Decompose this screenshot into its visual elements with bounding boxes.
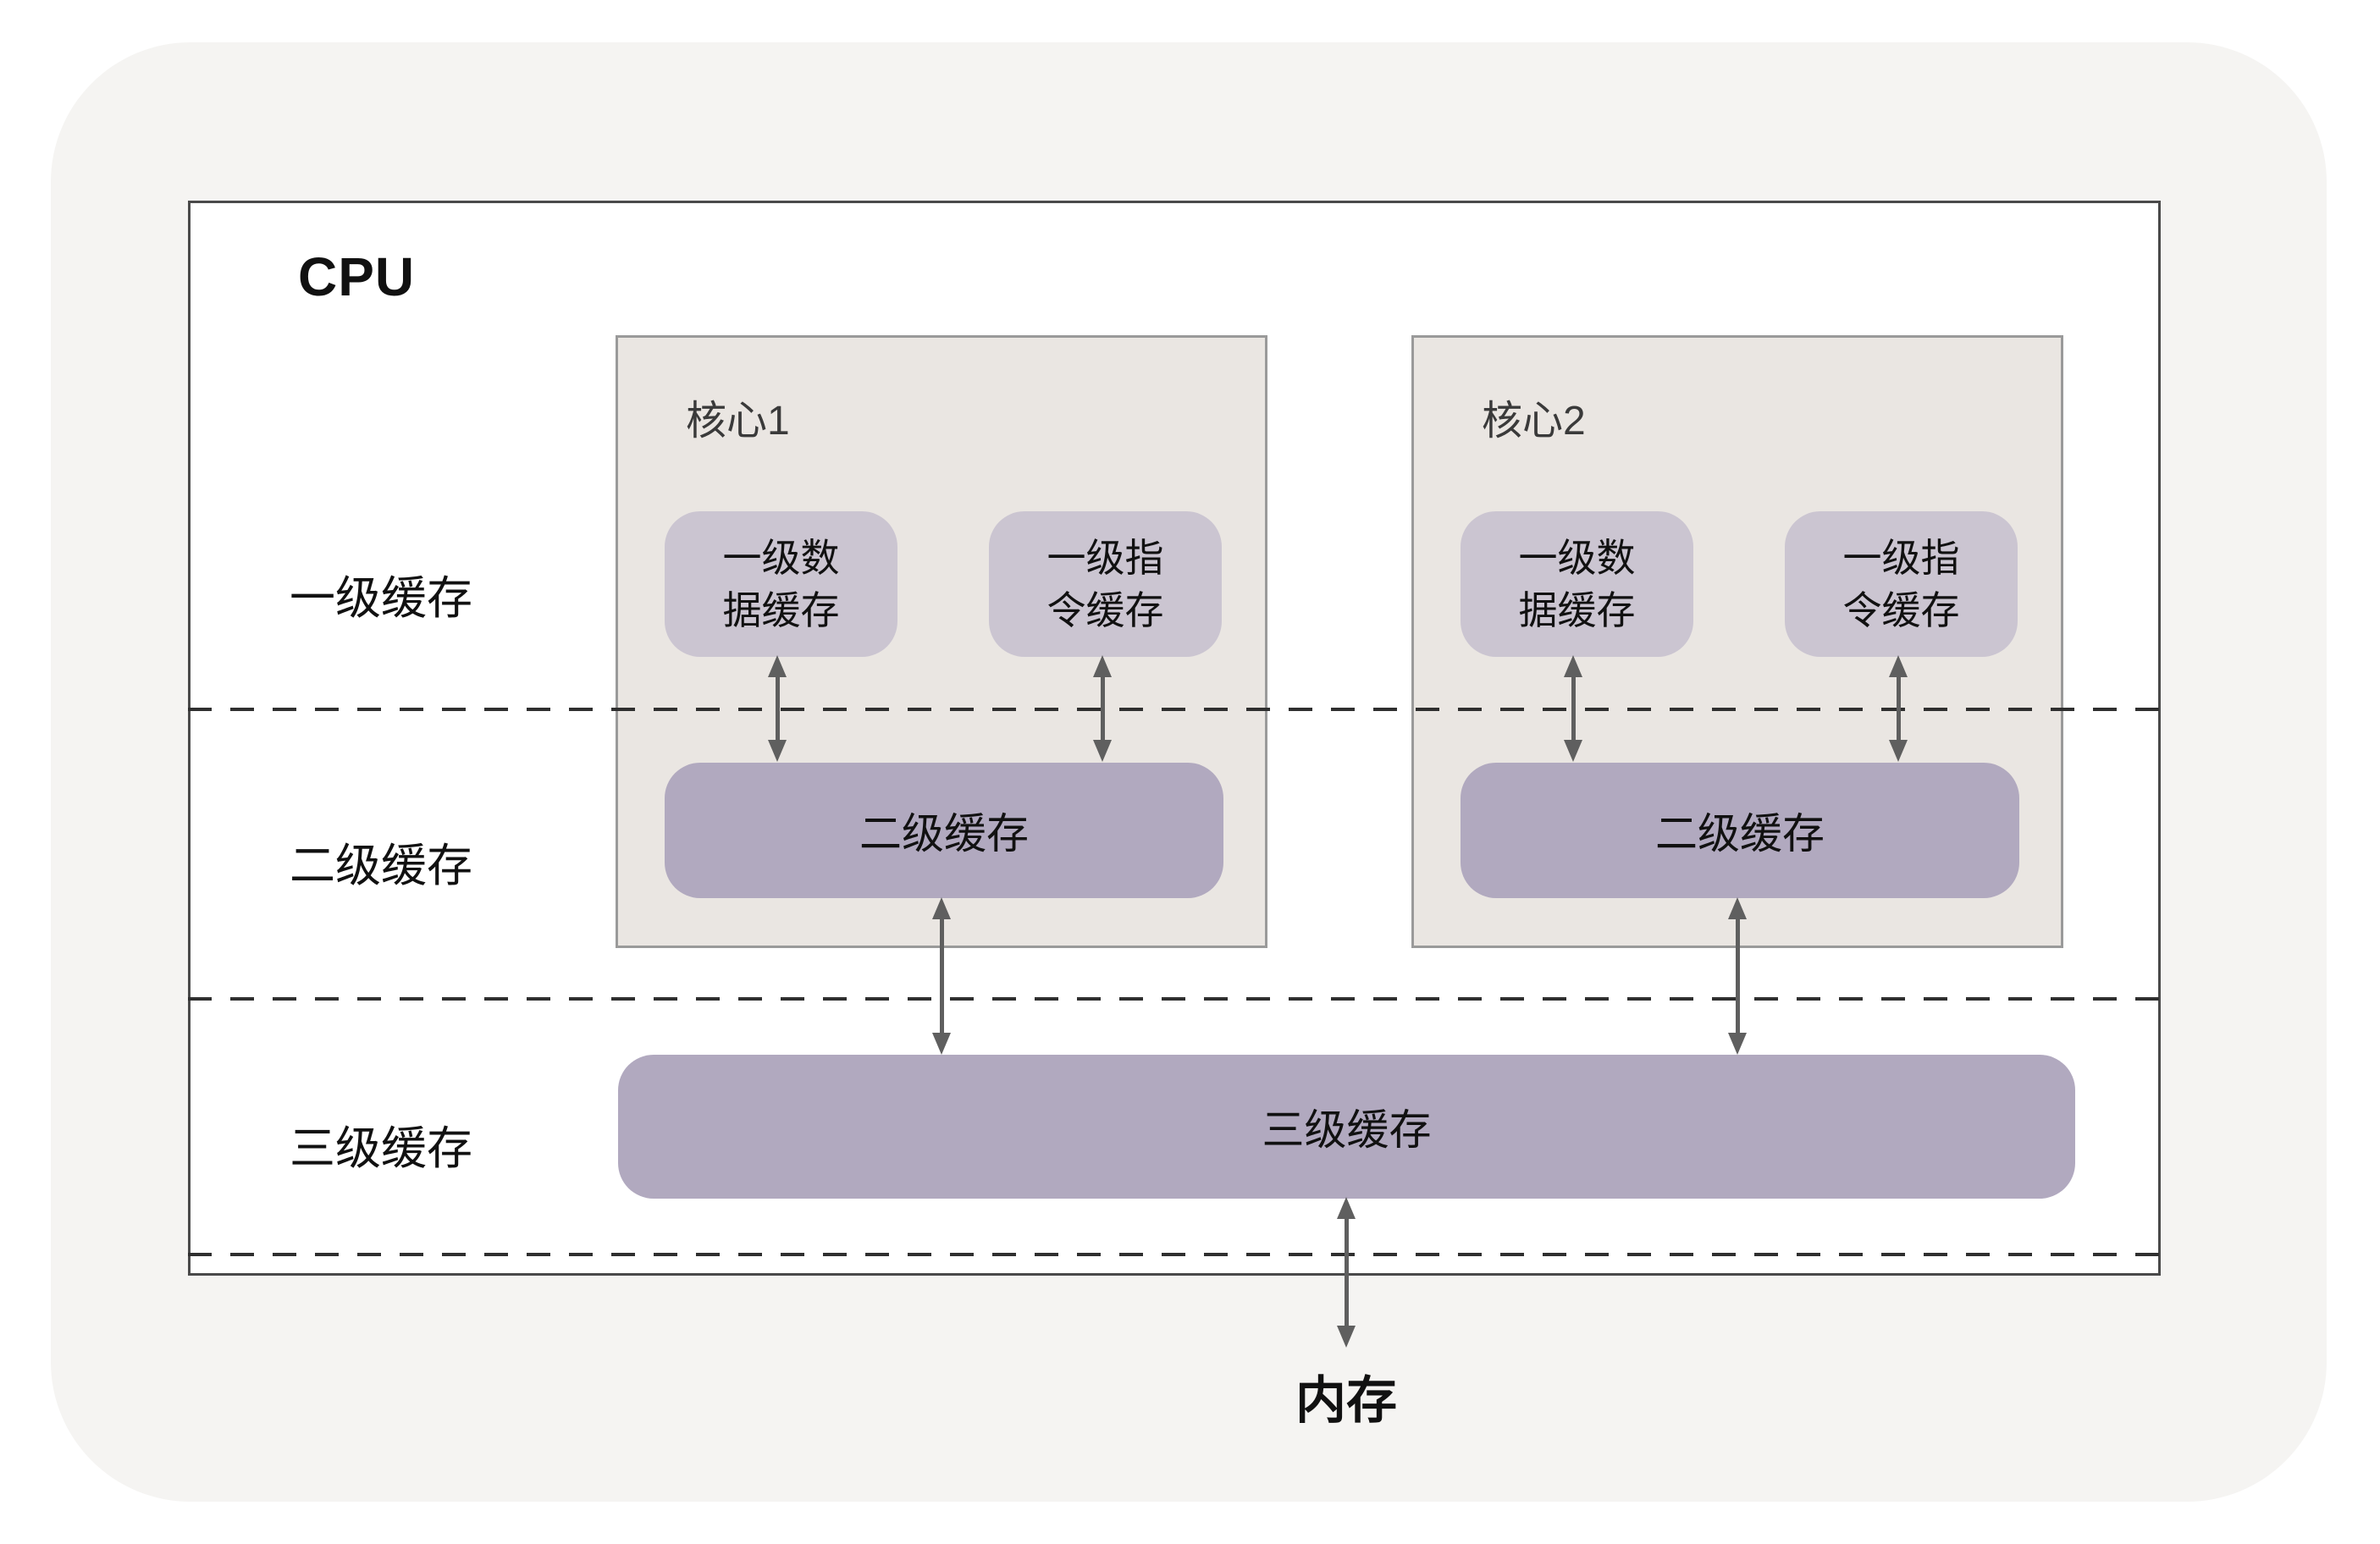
- arrowhead-down-icon: [768, 740, 787, 762]
- core-1-l2-cache-label: 二级缓存: [859, 810, 1029, 857]
- arrowhead-down-icon: [1564, 740, 1582, 762]
- row-label-l2-cache: 二级缓存: [290, 841, 472, 891]
- core-2-box: 核心2 一级数 据缓存 一级指 令缓存 二级缓存: [1411, 335, 2063, 948]
- arrowhead-up-icon: [1337, 1197, 1356, 1219]
- core-1-box: 核心1 一级数 据缓存 一级指 令缓存 二级缓存: [616, 335, 1267, 948]
- arrowhead-down-icon: [932, 1033, 951, 1055]
- core-1-l1-instruction-cache-box: 一级指 令缓存: [989, 511, 1222, 657]
- arrow-shaft: [775, 677, 780, 740]
- arrow-shaft: [1735, 919, 1740, 1033]
- arrow-core1-l2-l3-icon: [930, 897, 953, 1055]
- arrow-shaft: [1344, 1219, 1349, 1326]
- arrow-core2-l1data-l2-icon: [1562, 655, 1584, 762]
- core-2-l2-cache-label: 二级缓存: [1655, 810, 1825, 857]
- arrow-shaft: [1100, 677, 1105, 740]
- memory-label: 内存: [1295, 1372, 1397, 1429]
- arrow-core2-l1instr-l2-icon: [1887, 655, 1909, 762]
- l1-instruction-cache-label-line1: 一级指: [1046, 536, 1164, 580]
- l1-instruction-cache-label-line2: 令缓存: [1842, 588, 1960, 632]
- arrowhead-up-icon: [1564, 655, 1582, 677]
- core-2-title: 核心2: [1482, 399, 1586, 444]
- core-1-l1-data-cache-box: 一级数 据缓存: [665, 511, 897, 657]
- arrowhead-up-icon: [1889, 655, 1908, 677]
- l1-data-cache-label-line2: 据缓存: [1518, 588, 1636, 632]
- arrow-l3-memory-icon: [1335, 1197, 1357, 1348]
- arrow-shaft: [1571, 677, 1576, 740]
- arrowhead-up-icon: [1728, 897, 1747, 919]
- row-label-l1-cache: 一级缓存: [290, 573, 472, 624]
- dashed-divider-l2-l3: [188, 997, 2161, 1001]
- l1-instruction-cache-label-line2: 令缓存: [1046, 588, 1164, 632]
- l3-cache-box: 三级缓存: [618, 1055, 2075, 1199]
- arrow-shaft: [1896, 677, 1901, 740]
- arrowhead-up-icon: [768, 655, 787, 677]
- row-label-l3-cache: 三级缓存: [290, 1123, 472, 1174]
- arrowhead-down-icon: [1889, 740, 1908, 762]
- arrow-shaft: [939, 919, 944, 1033]
- arrow-core1-l1instr-l2-icon: [1091, 655, 1113, 762]
- core-2-l2-cache-box: 二级缓存: [1461, 763, 2019, 898]
- cpu-title: CPU: [298, 246, 416, 307]
- arrowhead-down-icon: [1093, 740, 1112, 762]
- core-1-l2-cache-box: 二级缓存: [665, 763, 1223, 898]
- l1-instruction-cache-label-line1: 一级指: [1842, 536, 1960, 580]
- core-2-l1-instruction-cache-box: 一级指 令缓存: [1785, 511, 2018, 657]
- core-1-title: 核心1: [686, 399, 790, 444]
- dashed-divider-l3-bottom: [188, 1253, 2161, 1256]
- arrowhead-up-icon: [932, 897, 951, 919]
- dashed-divider-l1-l2: [188, 708, 2161, 711]
- l1-data-cache-label-line1: 一级数: [722, 536, 840, 580]
- l1-data-cache-label-line1: 一级数: [1518, 536, 1636, 580]
- l3-cache-label: 三级缓存: [1262, 1106, 1432, 1154]
- arrowhead-up-icon: [1093, 655, 1112, 677]
- core-2-l1-data-cache-box: 一级数 据缓存: [1461, 511, 1693, 657]
- arrowhead-down-icon: [1337, 1326, 1356, 1348]
- arrowhead-down-icon: [1728, 1033, 1747, 1055]
- arrow-core2-l2-l3-icon: [1726, 897, 1748, 1055]
- arrow-core1-l1data-l2-icon: [766, 655, 788, 762]
- l1-data-cache-label-line2: 据缓存: [722, 588, 840, 632]
